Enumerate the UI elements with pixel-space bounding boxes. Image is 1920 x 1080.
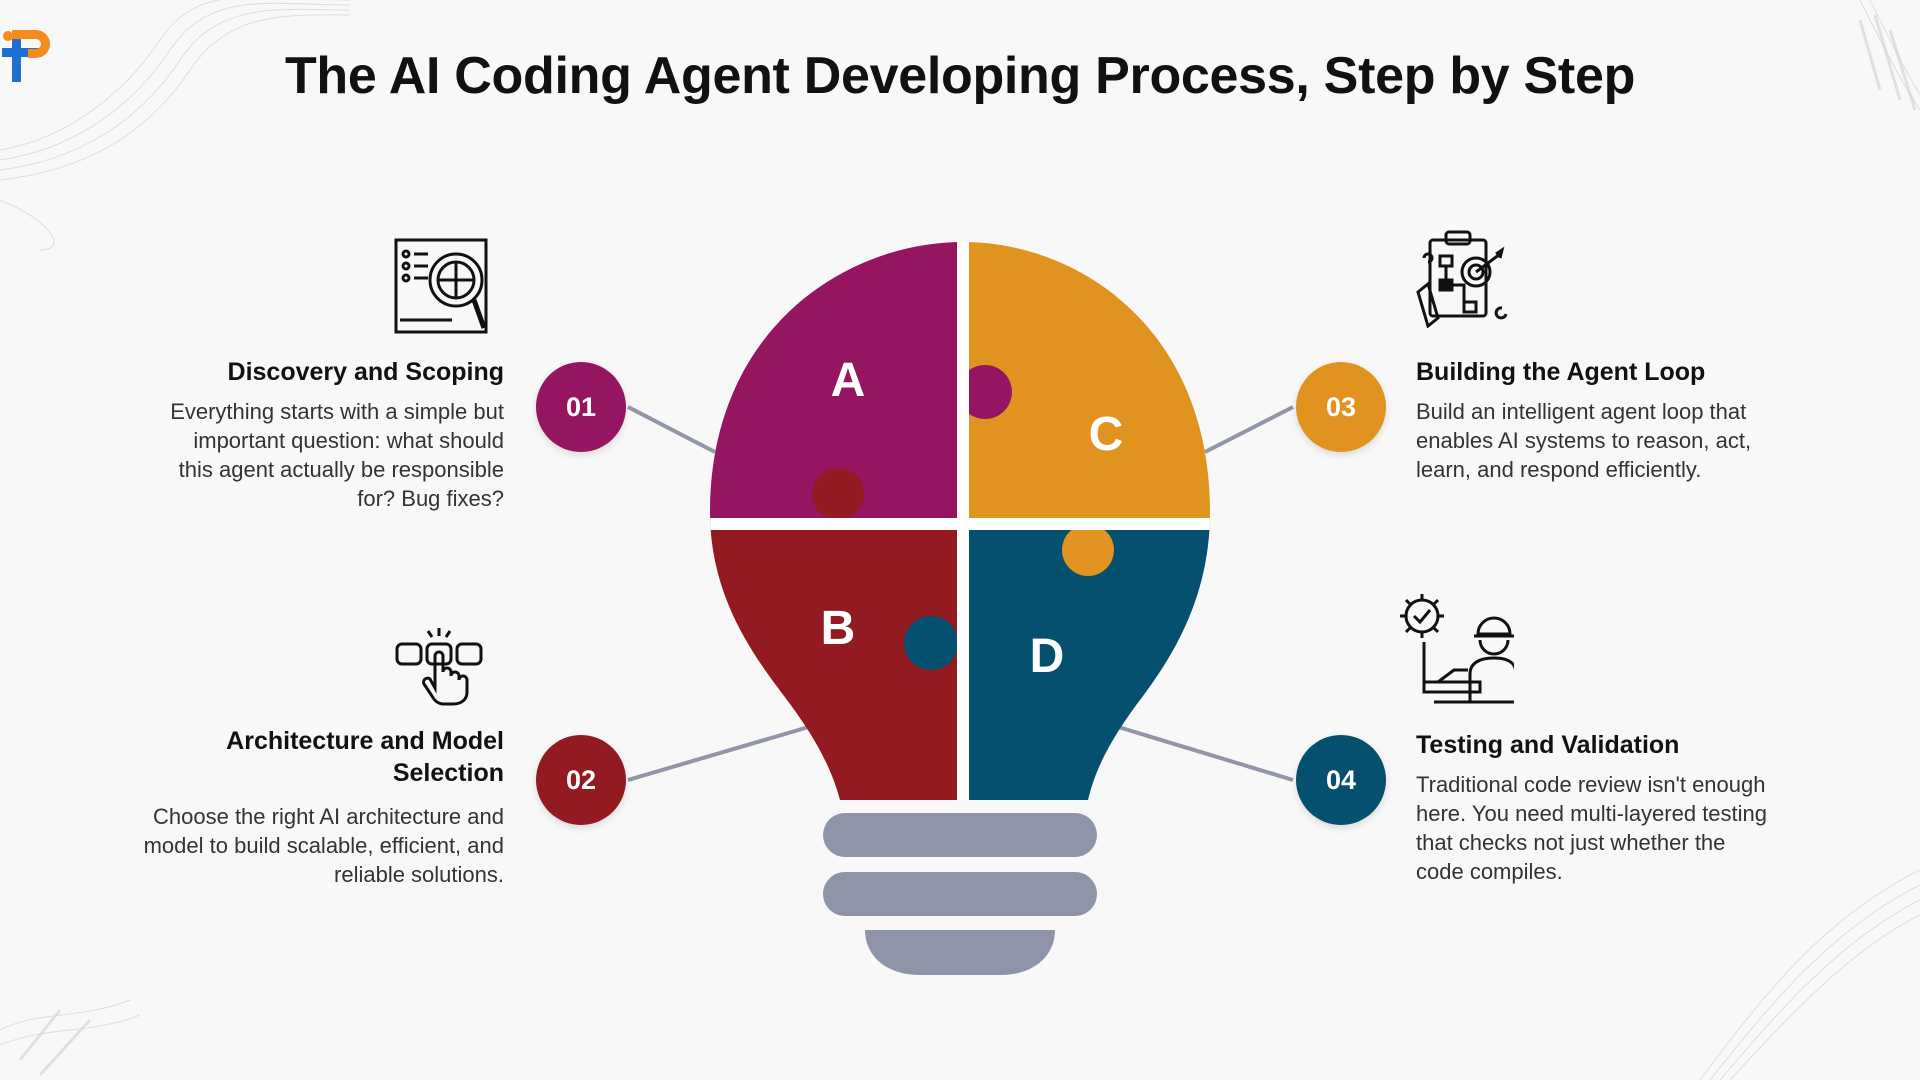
step-03-line: learn, and respond efficiently. bbox=[1416, 457, 1702, 482]
step-04-description: Traditional code review isn't enough her… bbox=[1416, 770, 1767, 886]
puzzle-piece-b bbox=[710, 524, 963, 800]
connector-01 bbox=[627, 405, 716, 454]
puzzle-letter-a: A bbox=[831, 354, 866, 407]
step-03-title: Building the Agent Loop bbox=[1416, 358, 1706, 386]
step-02-title-line: Selection bbox=[392, 759, 504, 787]
step-02-description: Choose the right AI architecture and mod… bbox=[144, 802, 504, 889]
puzzle-letter-c: C bbox=[1089, 408, 1124, 461]
step-02-title-line: Architecture and Model bbox=[226, 727, 504, 755]
step-02-line: Choose the right AI architecture and bbox=[153, 804, 504, 829]
base-ring-2 bbox=[823, 872, 1097, 916]
puzzle-letter-d: D bbox=[1030, 630, 1065, 683]
step-01-line: for? Bug fixes? bbox=[357, 486, 504, 511]
step-02-badge: 02 bbox=[536, 735, 626, 825]
page-title: The AI Coding Agent Developing Process, … bbox=[284, 47, 1636, 105]
step-03-line: Build an intelligent agent loop that bbox=[1416, 399, 1747, 424]
step-01-line: this agent actually be responsible bbox=[178, 457, 504, 482]
hand-click-icon bbox=[395, 628, 483, 706]
step-03-description: Build an intelligent agent loop that ena… bbox=[1416, 397, 1751, 484]
step-02-line: model to build scalable, efficient, and bbox=[143, 833, 504, 858]
puzzle-tab-d-b bbox=[904, 616, 958, 670]
document-magnifier-icon bbox=[394, 238, 488, 334]
step-03-line: enables AI systems to reason, act, bbox=[1416, 428, 1752, 453]
engineer-gear-icon bbox=[1400, 594, 1514, 704]
connector-04 bbox=[1114, 724, 1294, 782]
puzzle-tab-a-b bbox=[812, 468, 864, 520]
step-01-line: Everything starts with a simple but bbox=[170, 399, 504, 424]
puzzle-tab-a-c bbox=[958, 365, 1012, 419]
step-02-title: Architecture and Model Selection bbox=[226, 725, 504, 789]
connector-lines bbox=[627, 405, 1294, 782]
step-03-badge: 03 bbox=[1296, 362, 1386, 452]
step-02-line: reliable solutions. bbox=[334, 862, 504, 887]
step-04-line: here. You need multi-layered testing bbox=[1416, 801, 1768, 826]
puzzle-tab-c-d bbox=[1062, 524, 1114, 576]
step-04-line: Traditional code review isn't enough bbox=[1416, 772, 1766, 797]
step-04-line: that checks not just whether the bbox=[1416, 830, 1726, 855]
step-04-line: code compiles. bbox=[1416, 859, 1563, 884]
step-04-title: Testing and Validation bbox=[1416, 731, 1680, 759]
step-01-badge: 01 bbox=[536, 362, 626, 452]
step-01-description: Everything starts with a simple but impo… bbox=[170, 397, 504, 513]
base-cap bbox=[865, 930, 1055, 975]
step-04-badge: 04 bbox=[1296, 735, 1386, 825]
puzzle-letter-b: B bbox=[821, 602, 856, 655]
base-ring-1 bbox=[823, 813, 1097, 857]
brand-logo bbox=[2, 30, 50, 82]
connector-03 bbox=[1204, 405, 1294, 454]
step-01-title: Discovery and Scoping bbox=[227, 358, 504, 386]
clipboard-target-icon bbox=[1416, 230, 1508, 328]
step-01-line: important question: what should bbox=[193, 428, 504, 453]
connector-02 bbox=[627, 724, 813, 782]
bulb-base bbox=[823, 813, 1097, 975]
